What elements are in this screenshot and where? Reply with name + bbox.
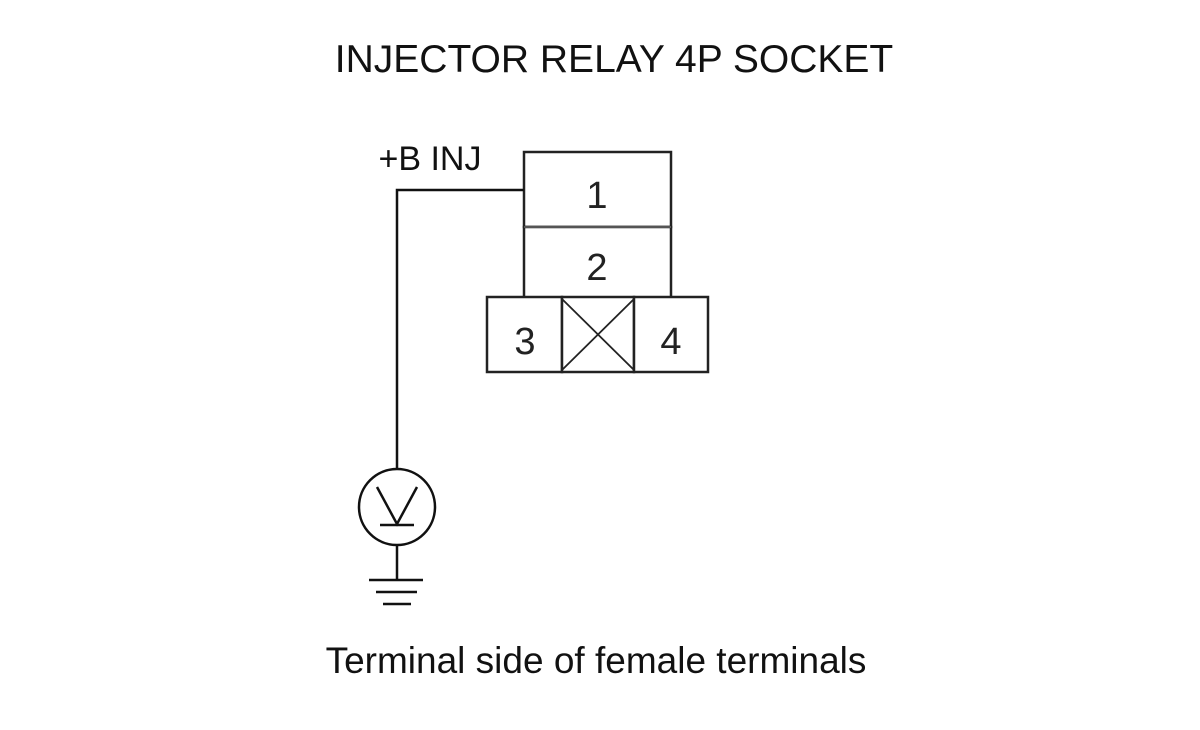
probe-wire xyxy=(395,188,524,468)
diagram-caption: Terminal side of female terminals xyxy=(326,640,867,681)
terminal-1-number: 1 xyxy=(586,175,607,217)
connector-socket: 1 2 3 4 xyxy=(485,150,710,374)
terminal-2-number: 2 xyxy=(586,247,607,289)
terminal-2-cell xyxy=(522,225,673,300)
wire-label: +B INJ xyxy=(379,140,482,178)
ground-icon xyxy=(369,578,423,606)
blank-cross-line-b xyxy=(561,298,635,371)
terminal-3-cell xyxy=(485,295,564,374)
terminal-4-number: 4 xyxy=(660,321,681,363)
terminal-3-number: 3 xyxy=(514,321,535,363)
voltmeter-icon xyxy=(357,467,437,547)
diagram-title: INJECTOR RELAY 4P SOCKET xyxy=(335,38,893,81)
terminal-4-cell xyxy=(632,295,710,374)
